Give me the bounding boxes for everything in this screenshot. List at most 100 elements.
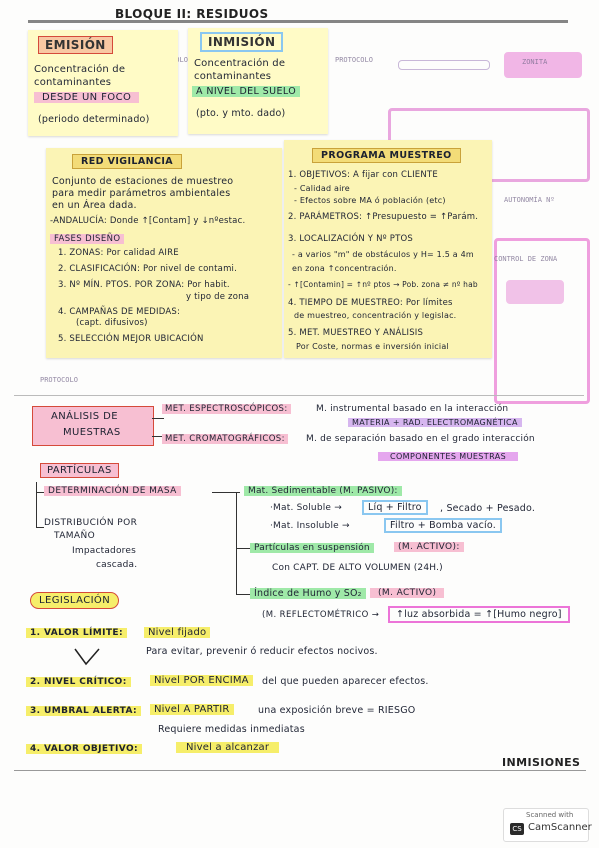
bleed-text: AUTONOMÍA Nº — [504, 196, 555, 204]
page-title: BLOQUE II: RESIDUOS — [115, 7, 269, 21]
arrow-line — [236, 594, 250, 595]
arrow-line — [236, 492, 237, 594]
programa-p4: 4. TIEMPO DE MUESTREO: Por límites — [288, 298, 453, 308]
fase-1: 1. ZONAS: Por calidad AIRE — [58, 248, 179, 258]
scanner-line2: CamScanner — [528, 822, 592, 833]
separator-line — [14, 770, 586, 771]
fase-2: 2. CLASIFICACIÓN: Por nivel de contami. — [58, 264, 238, 274]
fases-diseno: FASES DISEÑO — [50, 234, 125, 244]
m-activo: (M. ACTIVO): — [394, 542, 464, 552]
nivel-critico-label: 2. NIVEL CRÍTICO: — [26, 677, 131, 687]
distribucion-tamano-1: DISTRIBUCIÓN POR — [44, 518, 138, 528]
red-line1: Conjunto de estaciones de muestreo — [52, 176, 234, 187]
met-espectroscopicos-label: MET. ESPECTROSCÓPICOS: — [162, 404, 291, 414]
programa-card: PROGRAMA MUESTREO 1. OBJETIVOS: A fijar … — [284, 140, 492, 358]
inmision-line2: contaminantes — [194, 71, 272, 82]
mat-insoluble: ·Mat. Insoluble → — [270, 521, 350, 531]
mat-sedimentable: Mat. Sedimentable (M. PASIVO): — [244, 486, 402, 496]
valor-limite-label: 1. VALOR LÍMITE: — [26, 628, 127, 638]
nivel-critico-text: Nivel POR ENCIMA — [150, 675, 253, 686]
met-espectroscopicos-text: M. instrumental basado en la interacción — [316, 404, 509, 414]
reflectometrico: (M. REFLECTOMÉTRICO → — [262, 610, 380, 620]
check-mark — [74, 648, 100, 666]
programa-p1a: - Calidad aire — [294, 184, 350, 193]
emision-highlight: DESDE UN FOCO — [34, 92, 140, 103]
red-line3: en un Área dada. — [52, 200, 137, 211]
fase-5: 5. SELECCIÓN MEJOR UBICACIÓN — [58, 334, 204, 344]
mat-soluble: ·Mat. Soluble → — [270, 503, 342, 513]
programa-p1: 1. OBJETIVOS: A fijar con CLIENTE — [288, 170, 438, 180]
bleed-box — [506, 280, 564, 304]
umbral-alerta-text: Nivel A PARTIR — [150, 704, 234, 715]
programa-p3a: - a varios "m" de obstáculos y H= 1.5 a … — [292, 250, 474, 259]
emision-card: EMISIÓN Concentración de contaminantes D… — [28, 30, 178, 136]
analisis-heading-1: ANÁLISIS DE — [51, 411, 118, 422]
fase-4: 4. CAMPAÑAS DE MEDIDAS: — [58, 307, 181, 317]
impactadores-1: Impactadores — [72, 546, 136, 556]
capt-alto-volumen: Con CAPT. DE ALTO VOLUMEN (24H.) — [272, 563, 443, 573]
fase-3b: y tipo de zona — [186, 292, 250, 302]
inmision-note: (pto. y mto. dado) — [196, 108, 286, 119]
programa-p2: 2. PARÁMETROS: ↑Presupuesto = ↑Parám. — [288, 212, 479, 222]
arrow-line — [152, 418, 164, 419]
programa-p4b: de muestreo, concentración y legislac. — [294, 311, 457, 320]
programa-p3b: en zona ↑concentración. — [292, 264, 397, 273]
liq-filtro: Líq + Filtro — [362, 500, 428, 515]
emision-note: (periodo determinado) — [38, 114, 150, 125]
bleed-text: PROTOCOLO — [335, 56, 373, 64]
valor-objetivo-text: Nivel a alcanzar — [176, 742, 280, 753]
umbral-alerta-desc: una exposición breve = RIESGO — [258, 705, 416, 716]
arrow-line — [236, 548, 250, 549]
red-vigilancia-card: RED VIGILANCIA Conjunto de estaciones de… — [46, 148, 282, 358]
programa-heading: PROGRAMA MUESTREO — [312, 148, 461, 163]
inmision-highlight: A NIVEL DEL SUELO — [192, 86, 301, 97]
separator-line — [14, 395, 584, 396]
valor-limite-desc: Para evitar, prevenir ó reducir efectos … — [146, 646, 378, 657]
filtro-bomba: Filtro + Bomba vacío. — [384, 518, 502, 533]
valor-objetivo-label: 4. VALOR OBJETIVO: — [26, 744, 143, 754]
red-vigilancia-heading: RED VIGILANCIA — [72, 154, 183, 169]
arrow-line — [36, 492, 44, 493]
met-cromatograficos-label: MET. CROMATOGRÁFICOS: — [162, 434, 288, 444]
footer-inmisiones: INMISIONES — [502, 756, 581, 769]
impactadores-2: cascada. — [96, 560, 138, 570]
programa-p5: 5. MET. MUESTREO Y ANÁLISIS — [288, 328, 424, 338]
legislacion-heading: LEGISLACIÓN — [30, 592, 120, 609]
m-activo-2: (M. ACTIVO) — [370, 588, 445, 598]
umbral-alerta-label: 3. UMBRAL ALERTA: — [26, 706, 142, 716]
valor-limite-text: Nivel fijado — [144, 627, 211, 638]
arrow-line — [36, 527, 44, 528]
top-rule — [28, 20, 568, 23]
determinacion-masa: DETERMINACIÓN DE MASA — [44, 486, 181, 496]
scanner-line1: Scanned with — [526, 811, 574, 819]
emision-line1: Concentración de — [34, 64, 126, 75]
indice-humo: Índice de Humo y SO₂ — [250, 588, 366, 599]
particulas-heading: PARTÍCULAS — [40, 463, 119, 478]
arrow-line — [152, 436, 164, 437]
programa-p5b: Por Coste, normas e inversión inicial — [296, 342, 449, 351]
camscanner-icon: CS — [510, 823, 524, 835]
fase-3: 3. Nº MÍN. PTOS. POR ZONA: Por habit. — [58, 280, 230, 290]
secado-pesado: , Secado + Pesado. — [440, 503, 536, 514]
red-line2: para medir parámetros ambientales — [52, 188, 231, 199]
analisis-heading-2: MUESTRAS — [63, 427, 121, 438]
inmision-line1: Concentración de — [194, 58, 286, 69]
met-cromatograficos-highlight: COMPONENTES MUESTRAS — [378, 452, 519, 461]
distribucion-tamano-2: TAMAÑO — [54, 531, 96, 541]
scanner-badge: Scanned with CS CamScanner — [503, 808, 592, 842]
analisis-box: ANÁLISIS DE MUESTRAS — [32, 406, 154, 446]
bleed-text: ZONITA — [522, 58, 548, 66]
luz-absorbida: ↑luz absorbida = ↑[Humo negro] — [388, 606, 570, 623]
inmision-heading: INMISIÓN — [200, 32, 284, 52]
umbral-alerta-desc-2: Requiere medidas inmediatas — [158, 724, 305, 735]
bleed-box — [504, 52, 582, 78]
fase-4b: (capt. difusivos) — [76, 318, 148, 328]
met-cromatograficos-text: M. de separación basado en el grado inte… — [306, 434, 535, 444]
programa-p1b: - Efectos sobre MA ó población (etc) — [294, 196, 446, 205]
red-andalucia: -ANDALUCÍA: Donde ↑[Contam] y ↓nºestac. — [50, 216, 246, 226]
bleed-box — [398, 60, 490, 70]
arrow-line — [36, 482, 37, 528]
inmision-card: INMISIÓN Concentración de contaminantes … — [188, 28, 328, 134]
bleed-text: CONTROL DE ZONA — [494, 255, 558, 263]
programa-p3c: - ↑[Contamin] = ↑nº ptos → Pob. zona ≠ n… — [288, 280, 478, 289]
